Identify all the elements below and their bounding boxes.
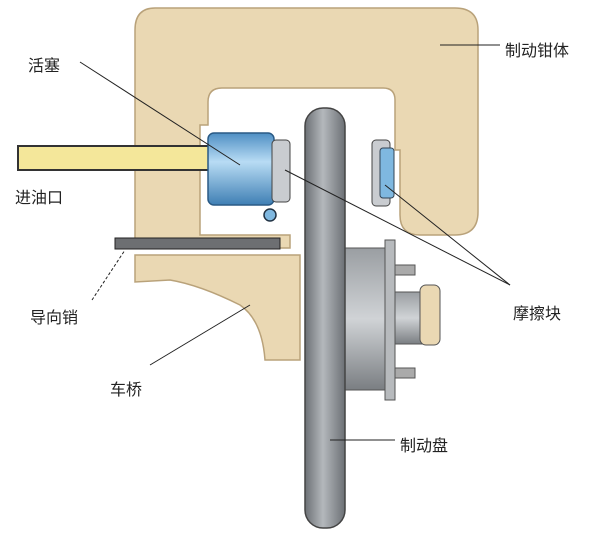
label-oil-inlet: 进油口 bbox=[15, 188, 64, 207]
caliper-body bbox=[134, 7, 479, 249]
leader-pad-2 bbox=[384, 184, 511, 286]
hub-stud-bottom bbox=[394, 367, 416, 379]
oil-inlet-pipe bbox=[17, 145, 219, 171]
brake-disc bbox=[304, 107, 346, 529]
piston bbox=[207, 132, 275, 206]
hub-stud-top bbox=[394, 264, 416, 276]
leader-pad-1 bbox=[284, 169, 511, 286]
axle-bracket bbox=[134, 254, 301, 361]
guide-pin bbox=[114, 237, 281, 250]
label-brake-disc: 制动盘 bbox=[400, 436, 449, 455]
piston-seal bbox=[263, 208, 277, 222]
label-piston: 活塞 bbox=[28, 56, 61, 75]
hub-nut bbox=[419, 284, 441, 346]
leader-piston bbox=[79, 61, 241, 166]
hub-flange bbox=[384, 239, 396, 401]
piston-face bbox=[379, 147, 395, 199]
friction-pad-inner bbox=[271, 139, 291, 203]
leader-axle bbox=[149, 304, 251, 366]
label-friction-pad: 摩擦块 bbox=[513, 304, 562, 323]
hub-cap bbox=[394, 291, 424, 345]
label-guide-pin: 导向销 bbox=[30, 308, 79, 327]
leader-guide-pin bbox=[91, 249, 126, 301]
label-caliper-body: 制动钳体 bbox=[505, 41, 570, 60]
hub bbox=[344, 247, 391, 391]
label-axle: 车桥 bbox=[110, 380, 143, 399]
